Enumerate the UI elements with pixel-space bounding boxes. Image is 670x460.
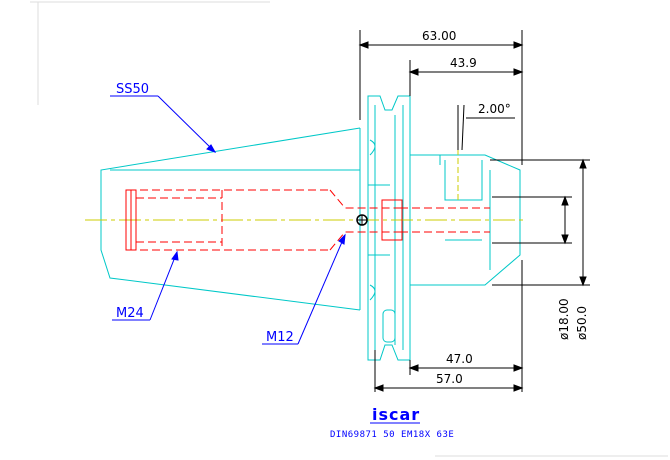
brand-block: iscar DIN69871 50 EM18X 63E: [330, 405, 454, 440]
dimension-labels: 63.00 43.9 2.00° 47.0 57.0 ø18.00 ø50.0: [422, 29, 589, 386]
cross-hole: [356, 214, 368, 226]
tool-designation: DIN69871 50 EM18X 63E: [330, 430, 454, 440]
callout-labels: SS50 M24 M12: [116, 82, 294, 345]
dim-taper-angle: 2.00°: [478, 102, 511, 116]
leaders: [110, 95, 346, 345]
thread-bore: [125, 189, 403, 251]
flange: [367, 95, 411, 361]
dim-total-length: 63.00: [422, 29, 456, 43]
dim-bore-diameter: ø18.00: [557, 298, 571, 340]
rear-thread-label: M24: [116, 306, 144, 321]
frame-lines: [30, 1, 668, 457]
hidden-lines: [128, 189, 490, 251]
brand-logo: iscar: [372, 405, 420, 424]
taper-label: SS50: [116, 82, 149, 97]
nose: [410, 154, 521, 286]
dim-outer-diameter: ø50.0: [575, 306, 589, 340]
dim-length-47: 47.0: [446, 352, 473, 366]
dim-length-57: 57.0: [436, 372, 463, 386]
tool-outline: [100, 95, 521, 361]
dimension-lines: [358, 30, 590, 392]
front-thread-label: M12: [266, 330, 294, 345]
dim-flange-to-end: 43.9: [450, 56, 477, 70]
taper-shank: [100, 127, 361, 311]
